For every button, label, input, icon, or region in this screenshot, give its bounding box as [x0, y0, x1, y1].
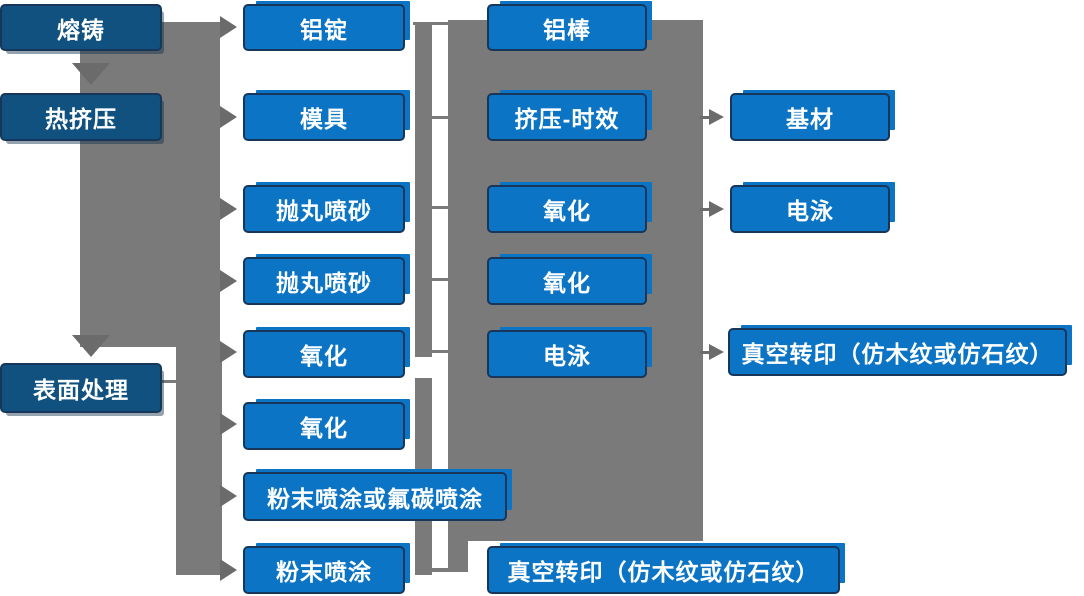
arrow-right-icon — [220, 270, 237, 292]
node-label: 氧化 — [300, 343, 348, 369]
node-label: 铝锭 — [300, 16, 348, 43]
node-shot-blasting-1: 抛丸喷砂 — [243, 185, 405, 233]
node-extrusion-aging: 挤压-时效 — [487, 93, 647, 141]
node-label: 真空转印（仿木纹或仿石纹） — [741, 341, 1054, 367]
arrow-tail — [700, 351, 710, 354]
node-al-rod: 铝棒 — [487, 4, 647, 51]
connector-bottom-drop — [448, 541, 468, 572]
arrow-right-icon — [220, 106, 237, 128]
node-oxidation-1: 氧化 — [487, 185, 647, 233]
node-label: 粉末喷涂或氟碳喷涂 — [267, 485, 483, 512]
node-label: 熔铸 — [57, 16, 105, 43]
node-label: 表面处理 — [33, 377, 129, 403]
connector-left-narrow-bar — [176, 347, 222, 575]
arrow-right-icon — [709, 344, 724, 360]
node-label: 模具 — [300, 106, 348, 132]
node-oxidation-prep-2: 氧化 — [243, 402, 405, 450]
node-vacuum-transfer-right: 真空转印（仿木纹或仿石纹） — [728, 328, 1067, 376]
node-mold: 模具 — [243, 93, 405, 141]
arrow-right-icon — [709, 201, 724, 217]
node-powder-or-fluorocarbon-coating: 粉末喷涂或氟碳喷涂 — [243, 472, 507, 521]
arrow-tail — [700, 116, 710, 119]
node-label: 铝棒 — [543, 16, 591, 43]
node-label: 氧化 — [543, 270, 591, 296]
node-label: 氧化 — [543, 198, 591, 224]
stub-extrusion-row — [432, 116, 448, 119]
stub-oxidation-row2 — [432, 278, 448, 281]
node-substrate: 基材 — [730, 93, 890, 141]
node-label: 热挤压 — [45, 106, 117, 132]
arrow-right-icon — [220, 341, 237, 363]
node-shot-blasting-2: 抛丸喷砂 — [243, 257, 405, 305]
node-label: 电泳 — [786, 198, 834, 224]
node-hot-extrusion: 热挤压 — [0, 93, 162, 141]
node-label: 氧化 — [300, 415, 348, 441]
node-al-ingot: 铝锭 — [243, 4, 405, 51]
connector-mid-bar-top — [415, 22, 432, 357]
arrow-right-icon — [220, 485, 237, 507]
arrow-right-icon — [220, 16, 237, 38]
node-label: 挤压-时效 — [514, 106, 620, 132]
node-label: 粉末喷涂 — [276, 559, 372, 585]
stub-surface-treatment — [162, 380, 178, 383]
node-powder-coating: 粉末喷涂 — [243, 546, 405, 594]
node-label: 抛丸喷砂 — [276, 270, 372, 296]
arrow-down-icon — [72, 63, 110, 85]
node-vacuum-transfer-bottom: 真空转印（仿木纹或仿石纹） — [487, 546, 840, 594]
node-electrophoresis-finish: 电泳 — [730, 185, 890, 233]
node-surface-treatment: 表面处理 — [0, 363, 162, 413]
arrow-right-icon — [220, 559, 237, 581]
stub-electrophoresis-row — [432, 350, 448, 353]
arrow-right-icon — [709, 109, 724, 125]
stub-vacuum-transfer-row — [428, 568, 450, 572]
node-electrophoresis-mid: 电泳 — [487, 330, 647, 378]
node-oxidation-2: 氧化 — [487, 257, 647, 305]
node-melting-casting: 熔铸 — [0, 4, 162, 51]
node-label: 抛丸喷砂 — [276, 198, 372, 224]
node-oxidation-prep-1: 氧化 — [243, 330, 405, 378]
stub-al-rod-row — [413, 22, 448, 25]
arrow-tail — [700, 208, 710, 211]
arrow-right-icon — [220, 198, 237, 220]
stub-oxidation-row1 — [432, 206, 448, 209]
node-label: 基材 — [786, 106, 834, 132]
node-label: 真空转印（仿木纹或仿石纹） — [507, 559, 820, 585]
arrow-down-icon — [72, 335, 110, 357]
node-label: 电泳 — [543, 343, 591, 369]
arrow-right-icon — [220, 413, 237, 435]
